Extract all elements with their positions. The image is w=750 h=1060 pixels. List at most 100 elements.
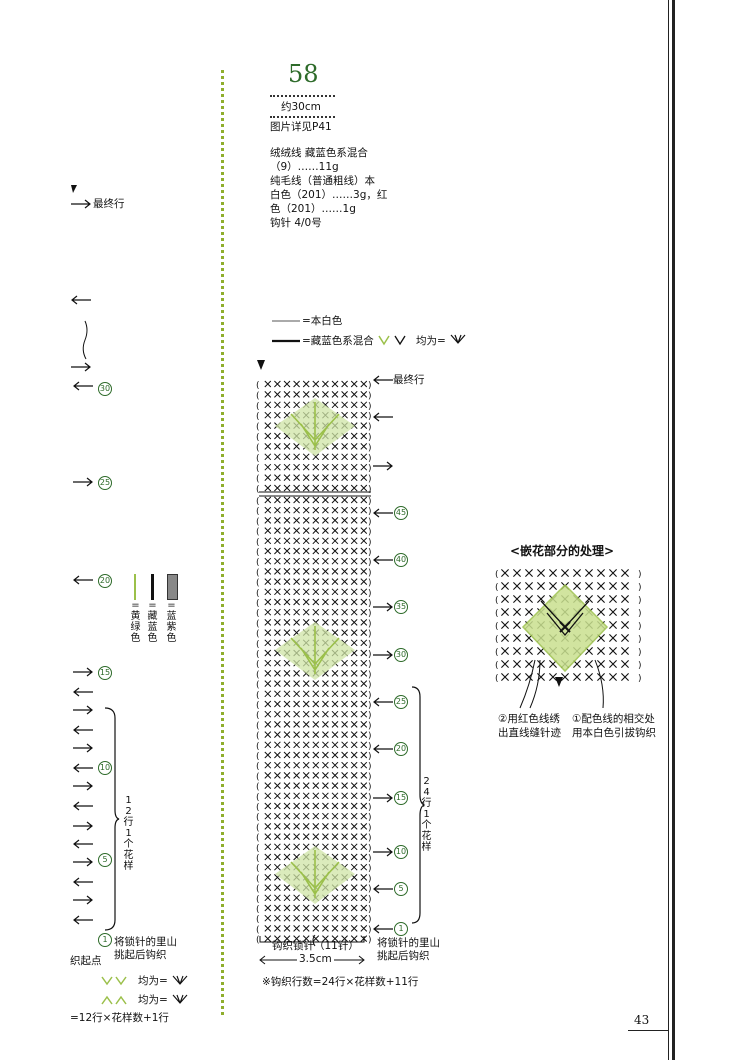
sc-stitch-mark bbox=[341, 812, 348, 820]
sc-stitch-mark bbox=[549, 582, 557, 590]
center-dotted-divider bbox=[221, 70, 224, 1015]
sc-stitch-mark bbox=[360, 443, 368, 450]
chain-edge-mark: ) bbox=[368, 793, 372, 803]
sc-stitch-mark bbox=[312, 690, 320, 698]
sc-stitch-mark bbox=[350, 527, 358, 534]
sc-stitch-mark bbox=[293, 710, 300, 718]
sc-stitch-mark bbox=[274, 608, 281, 616]
sc-stitch-mark bbox=[274, 517, 281, 524]
sc-stitch-mark bbox=[341, 629, 348, 636]
chain-edge-mark: ) bbox=[368, 711, 372, 721]
material-line: 白色（201）……3g，红 bbox=[270, 189, 388, 201]
sc-stitch-mark bbox=[312, 751, 320, 759]
sc-stitch-mark bbox=[331, 833, 339, 840]
sc-stitch-mark bbox=[283, 629, 291, 636]
key-blue-purple-label: =蓝紫色 bbox=[166, 600, 177, 644]
sc-stitch-mark bbox=[525, 569, 533, 577]
sc-stitch-mark bbox=[264, 710, 272, 718]
sc-stitch-mark bbox=[537, 582, 545, 590]
sc-stitch-mark bbox=[293, 690, 300, 698]
sc-stitch-mark bbox=[264, 484, 272, 492]
motif-v-stitches bbox=[290, 626, 340, 674]
chain-edge-mark: ) bbox=[368, 568, 372, 578]
sc-stitch-mark bbox=[350, 547, 358, 555]
sc-stitch-mark bbox=[360, 619, 368, 626]
legend-white-line bbox=[272, 320, 300, 322]
chain-edge-mark: ( bbox=[256, 783, 260, 793]
sc-stitch-mark bbox=[312, 547, 320, 555]
sc-stitch-mark bbox=[331, 690, 339, 698]
left-start-label: 织起点 bbox=[70, 955, 102, 967]
left-row-marker: 10 bbox=[98, 761, 112, 775]
chain-edge-mark: ( bbox=[256, 412, 260, 422]
sc-stitch-mark bbox=[331, 568, 339, 575]
sc-stitch-mark bbox=[302, 619, 310, 626]
sc-stitch-mark bbox=[274, 484, 281, 492]
material-line: （9）……11g bbox=[270, 161, 339, 173]
key-navy-label: =藏蓝色 bbox=[147, 600, 158, 644]
sc-stitch-mark bbox=[293, 537, 300, 545]
sc-stitch-mark bbox=[360, 588, 368, 596]
left-row-arrow bbox=[73, 895, 93, 905]
sc-stitch-mark bbox=[537, 569, 545, 577]
sc-stitch-mark bbox=[341, 411, 348, 419]
sc-stitch-mark bbox=[360, 731, 368, 738]
sc-stitch-mark bbox=[585, 595, 593, 603]
sc-stitch-mark bbox=[274, 432, 281, 440]
chain-edge-mark: ( bbox=[256, 936, 260, 946]
legend-uniform-label: 均为= bbox=[416, 335, 446, 347]
chain-edge-mark: ( bbox=[495, 674, 499, 684]
sc-stitch-mark bbox=[322, 690, 329, 698]
left-repeat-label: 12行1个花样 bbox=[123, 795, 134, 872]
sc-stitch-mark bbox=[312, 557, 320, 565]
sc-stitch-mark bbox=[350, 474, 358, 481]
sc-stitch-mark bbox=[293, 557, 300, 565]
sc-stitch-mark bbox=[525, 582, 533, 590]
sc-stitch-mark bbox=[350, 629, 358, 636]
sc-stitch-mark bbox=[312, 761, 320, 769]
sc-stitch-mark bbox=[274, 894, 281, 902]
sc-stitch-mark bbox=[312, 517, 320, 524]
sc-stitch-mark bbox=[331, 547, 339, 555]
sc-stitch-mark bbox=[573, 582, 581, 590]
chain-edge-mark: ) bbox=[368, 538, 372, 548]
sc-stitch-mark bbox=[350, 443, 358, 450]
sc-stitch-mark bbox=[350, 802, 358, 810]
chain-edge-mark: ( bbox=[256, 915, 260, 925]
sc-stitch-mark bbox=[350, 853, 358, 861]
chart-arrow bbox=[373, 412, 393, 422]
sc-stitch-mark bbox=[360, 649, 368, 657]
sc-stitch-mark bbox=[283, 700, 291, 708]
left-row-arrow bbox=[73, 781, 93, 791]
sc-stitch-mark bbox=[264, 863, 272, 871]
sc-stitch-mark bbox=[341, 690, 348, 698]
sc-stitch-mark bbox=[501, 582, 509, 590]
sc-stitch-mark bbox=[621, 634, 629, 642]
sc-stitch-mark bbox=[264, 853, 272, 861]
sc-stitch-mark bbox=[609, 647, 617, 655]
sc-stitch-mark bbox=[360, 761, 368, 769]
sc-stitch-mark bbox=[331, 935, 339, 942]
sc-stitch-mark bbox=[264, 432, 272, 440]
chain-edge-mark: ) bbox=[368, 752, 372, 762]
sc-stitch-mark bbox=[293, 914, 300, 922]
sc-stitch-mark bbox=[264, 843, 272, 851]
sc-stitch-mark bbox=[302, 506, 310, 514]
sc-stitch-mark bbox=[322, 680, 329, 687]
sc-stitch-mark bbox=[331, 710, 339, 718]
sc-stitch-mark bbox=[283, 843, 291, 851]
chain-edge-mark: ) bbox=[368, 402, 372, 412]
sc-stitch-mark bbox=[331, 731, 339, 738]
sc-stitch-mark bbox=[341, 484, 348, 492]
chart-row-marker: 25 bbox=[394, 695, 408, 709]
chain-edge-mark: ( bbox=[495, 609, 499, 619]
chain-edge-mark: ) bbox=[368, 507, 372, 517]
sc-stitch-mark bbox=[274, 506, 281, 514]
sc-stitch-mark bbox=[341, 935, 348, 942]
left-start-note-line2: 挑起后钩织 bbox=[114, 949, 167, 961]
sc-stitch-mark bbox=[293, 391, 300, 398]
chain-edge-mark: ( bbox=[256, 630, 260, 640]
sc-stitch-mark bbox=[312, 506, 320, 514]
sc-stitch-mark bbox=[264, 537, 272, 545]
sc-stitch-mark bbox=[585, 569, 593, 577]
